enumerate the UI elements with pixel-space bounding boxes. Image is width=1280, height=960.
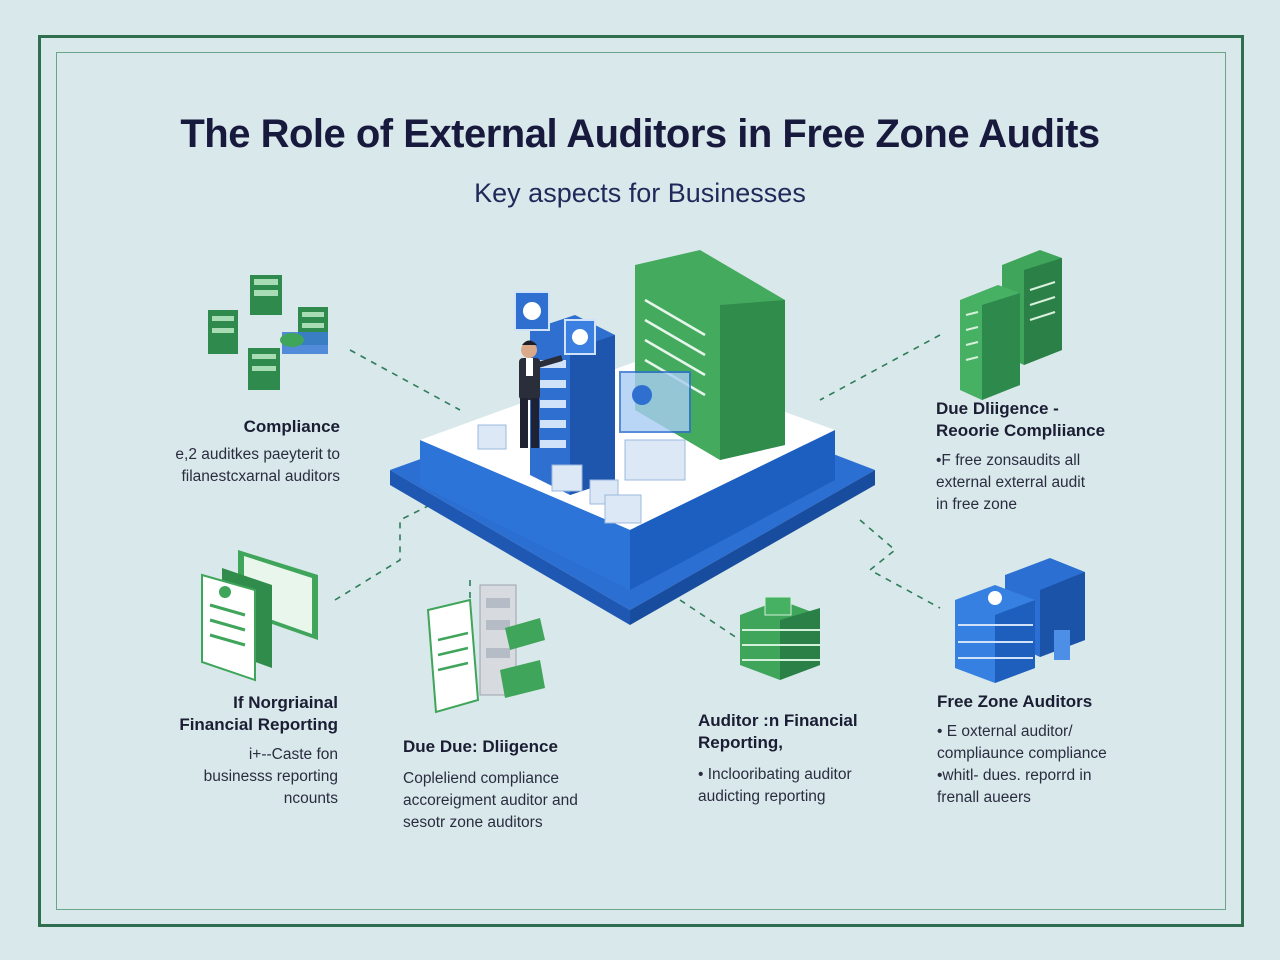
connector-lines [334, 334, 941, 641]
financial-reporting-left-heading-1: If Norgriainal [233, 693, 338, 712]
due-diligence-bottom-line-1: Copleliend compliance [403, 770, 559, 787]
due-diligence-bottom-line-2: accoreigment auditor and [403, 792, 578, 809]
auditor-figure-icon [519, 340, 563, 448]
compliance-line-1: e,2 auditkes paeyterit to [175, 446, 340, 463]
financial-reporting-left-block: If Norgriainal Financial Reporting i+--C… [140, 692, 338, 810]
free-zone-auditors-line-1: • E oxternal auditor/ [937, 723, 1073, 740]
auditor-financial-line-2: audicting reporting [698, 788, 826, 805]
blue-stack-icon [955, 558, 1085, 683]
inner-frame [56, 52, 1226, 910]
due-diligence-bottom-block: Due Due: Dliigence Copleliend compliance… [403, 736, 633, 834]
free-zone-auditors-block: Free Zone Auditors • E oxternal auditor/… [937, 691, 1157, 809]
platform-icon [390, 250, 875, 625]
green-stack-icon [740, 596, 820, 680]
free-zone-auditors-line-2: compliaunce compliance [937, 745, 1107, 762]
free-zone-auditors-line-4: frenall aueers [937, 789, 1031, 806]
document-stack-icon [201, 550, 318, 682]
server-cluster-icon [208, 275, 328, 390]
due-diligence-top-heading-1: Due Dliigence - [936, 399, 1059, 418]
compliance-heading: Compliance [243, 417, 340, 436]
financial-reporting-left-line-3: ncounts [283, 790, 338, 807]
due-diligence-top-line-2: external exterral audit [936, 474, 1086, 491]
document-machine-icon [426, 584, 545, 714]
auditor-financial-heading-1: Auditor :n Financial [698, 711, 858, 730]
page-subtitle: Key aspects for Businesses [474, 178, 806, 208]
outer-frame [38, 35, 1244, 927]
due-diligence-top-block: Due Dliigence - Reoorie Compliiance •F f… [936, 398, 1156, 516]
auditor-financial-block: Auditor :n Financial Reporting, • Incloo… [698, 710, 918, 808]
compliance-line-2: filanestcxarnal auditors [181, 468, 340, 485]
free-zone-auditors-heading: Free Zone Auditors [937, 692, 1093, 711]
compliance-block: Compliance e,2 auditkes paeyterit to fil… [150, 416, 340, 488]
auditor-financial-line-1: • Inclooribating auditor [698, 766, 852, 783]
due-diligence-top-line-3: in free zone [936, 496, 1017, 513]
due-diligence-top-heading-2: Reoorie Compliiance [936, 421, 1106, 440]
server-stack-icon [960, 250, 1062, 400]
auditor-financial-heading-2: Reporting, [698, 733, 783, 752]
financial-reporting-left-heading-2: Financial Reporting [179, 715, 338, 734]
financial-reporting-left-line-2: businesss reporting [203, 768, 338, 785]
due-diligence-top-line-1: •F free zonsaudits all [936, 452, 1081, 469]
page-title: The Role of External Auditors in Free Zo… [180, 112, 1100, 156]
due-diligence-bottom-heading: Due Due: Dliigence [403, 737, 558, 756]
free-zone-auditors-line-3: •whitl- dues. reporrd in [937, 767, 1092, 784]
financial-reporting-left-line-1: i+--Caste fon [248, 746, 338, 763]
due-diligence-bottom-line-3: sesotr zone auditors [403, 814, 543, 831]
